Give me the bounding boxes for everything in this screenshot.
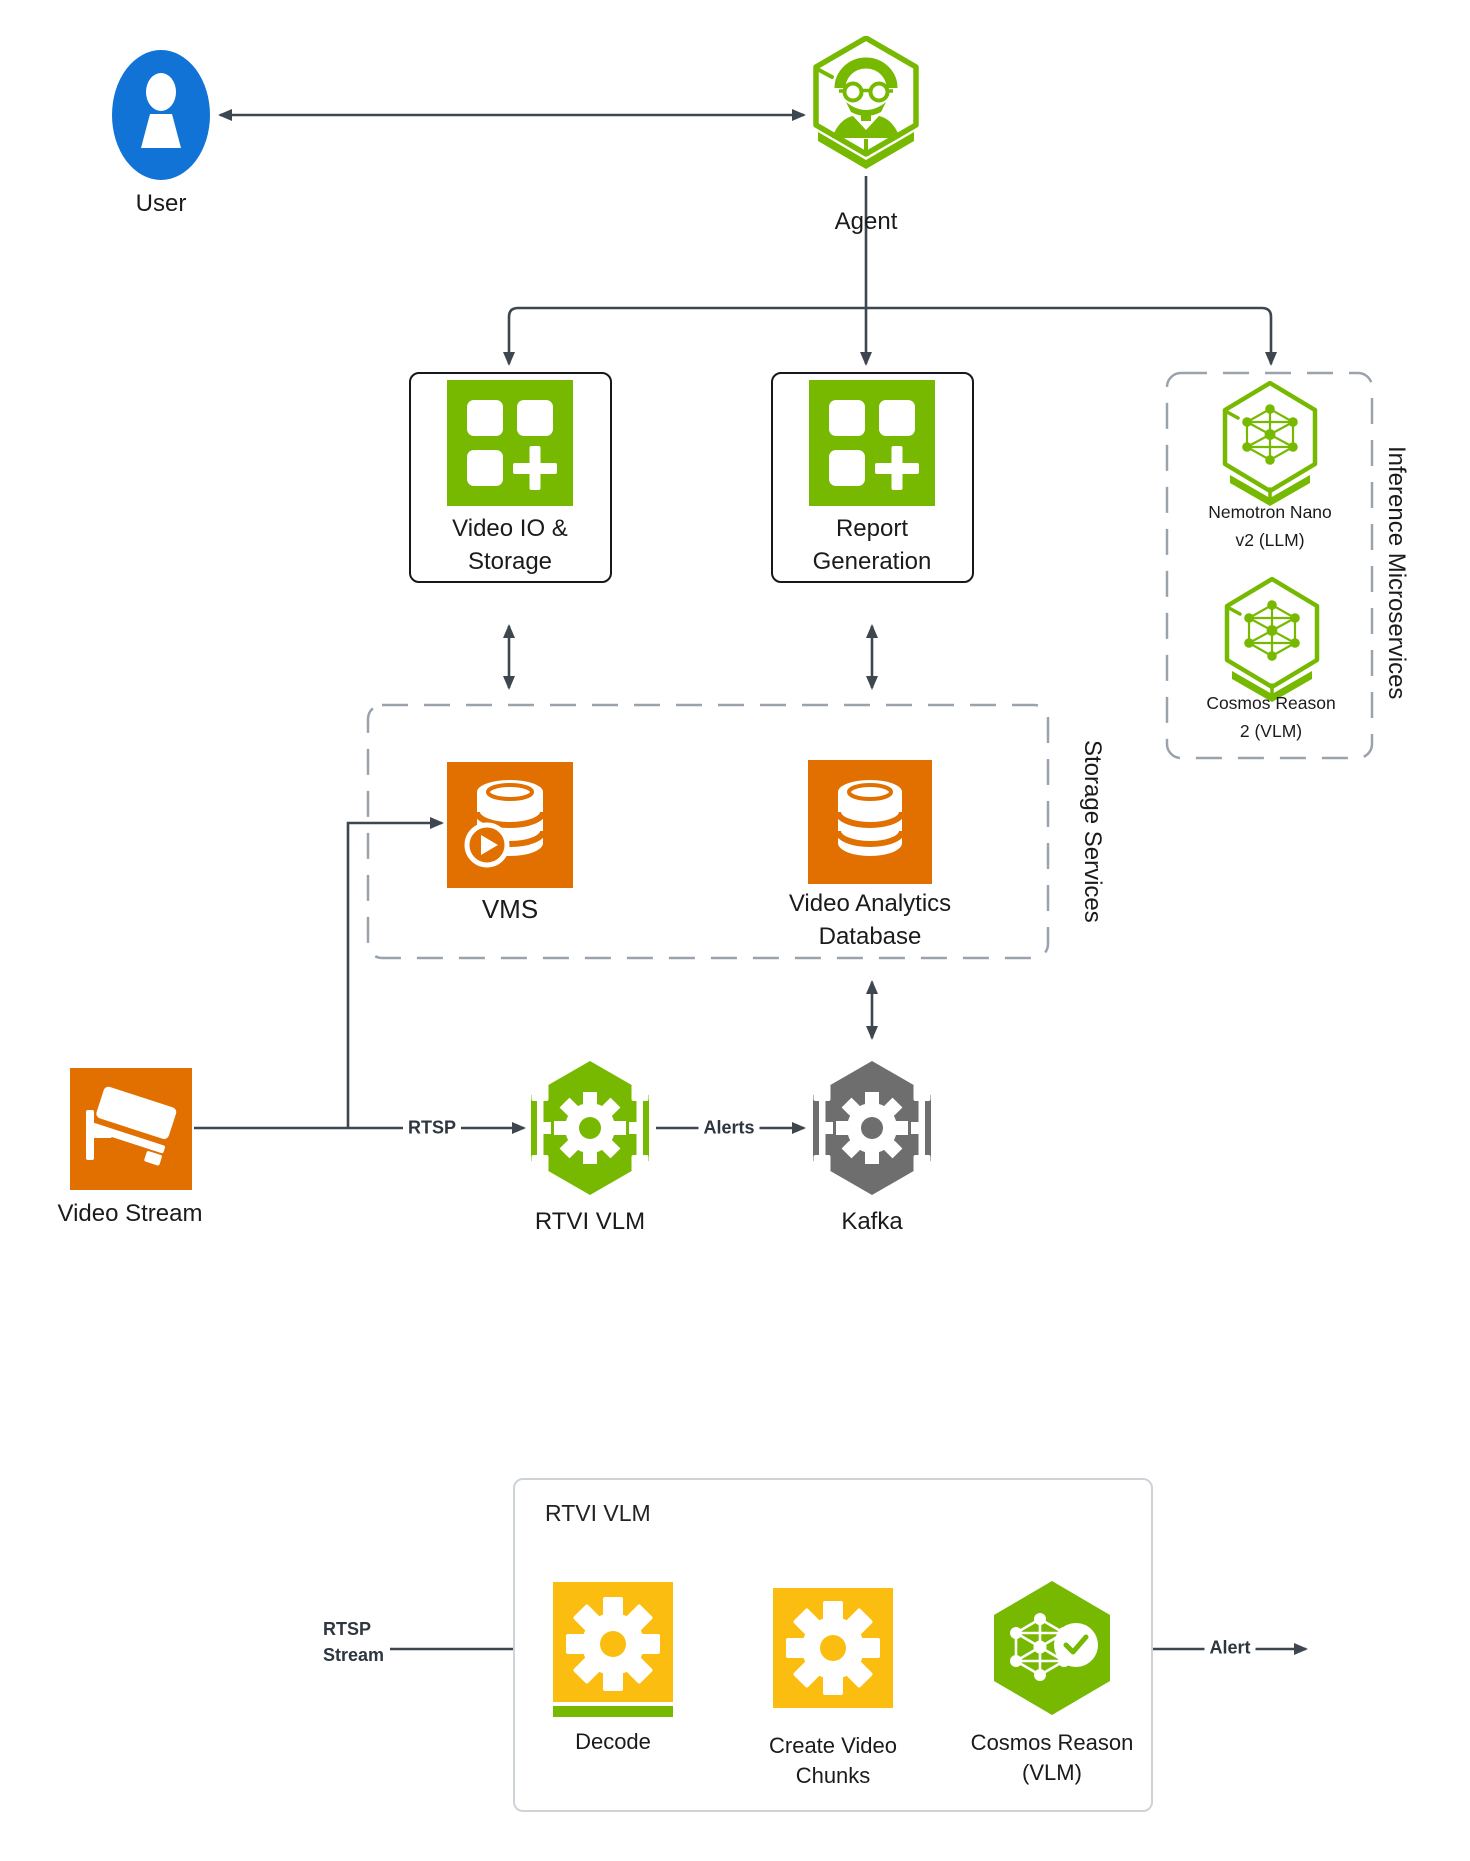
- decode-label: Decode: [575, 1729, 651, 1754]
- rtsp-edge-label: RTSP: [402, 1117, 462, 1139]
- database-play-icon: [447, 762, 573, 893]
- vms-label: VMS: [481, 894, 539, 924]
- database-icon: [808, 760, 932, 889]
- gear-icon: [773, 1588, 893, 1713]
- hexagon-gear-pipeline-icon: [810, 1059, 934, 1202]
- pipeline-box-title: RTVI VLM: [545, 1500, 651, 1526]
- create-video-chunks-label: Create Video Chunks: [768, 1733, 898, 1789]
- inference-microservices-title: Inference Microservices: [1383, 446, 1410, 700]
- hexagon-gear-pipeline-icon: [528, 1059, 652, 1202]
- app-grid-plus-icon: [809, 380, 935, 511]
- kafka-label: Kafka: [841, 1208, 903, 1235]
- user-label: User: [135, 190, 187, 217]
- hexagon-neural-check-icon: [991, 1579, 1113, 1722]
- agent-label: Agent: [834, 208, 898, 235]
- gear-icon: [553, 1582, 673, 1707]
- agent-icon: [806, 35, 926, 181]
- alert-edge-label: Alert: [1204, 1637, 1256, 1659]
- storage-services-title: Storage Services: [1079, 740, 1106, 923]
- cosmos-reason-2-label: Cosmos Reason 2 (VLM): [1206, 693, 1336, 741]
- nemotron-label: Nemotron Nano v2 (LLM): [1208, 502, 1332, 550]
- alerts-edge-label: Alerts: [698, 1117, 760, 1139]
- app-grid-plus-icon: [447, 380, 573, 511]
- decode-underline-bar: [553, 1706, 673, 1717]
- inference-microservices-dashed-box: [1165, 371, 1374, 760]
- hexagon-neural-net-icon: [1222, 576, 1322, 710]
- rtsp-stream-edge-label: RTSP Stream: [323, 1619, 385, 1666]
- user-icon: [112, 50, 210, 185]
- video-stream-label: Video Stream: [57, 1200, 203, 1227]
- cosmos-reason-vlm-label: Cosmos Reason (VLM): [970, 1730, 1134, 1786]
- report-generation-label: Report Generation: [812, 515, 932, 575]
- rtvi-vlm-label: RTVI VLM: [534, 1208, 646, 1235]
- hexagon-neural-net-icon: [1220, 380, 1320, 514]
- video-analytics-db-label: Video Analytics Database: [788, 890, 952, 950]
- edge-agent-inference: [866, 306, 1277, 366]
- video-io-storage-label: Video IO & Storage: [452, 515, 568, 575]
- edge-stream-vms: [346, 817, 444, 1128]
- cctv-camera-icon: [70, 1068, 192, 1195]
- edge-agent-videoio: [503, 306, 866, 366]
